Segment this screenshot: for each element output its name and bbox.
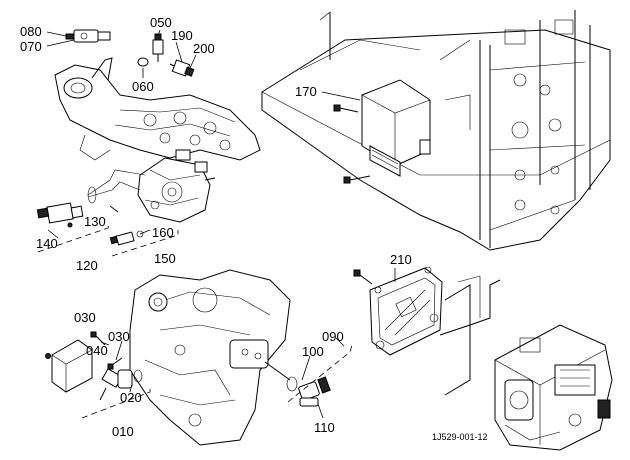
drawing-code: 1J529-001-12 bbox=[432, 432, 488, 442]
solenoid-140 bbox=[36, 202, 84, 228]
bolt-030-b bbox=[107, 357, 123, 370]
label-030-top: 030 bbox=[74, 310, 96, 325]
label-080: 080 bbox=[20, 24, 42, 39]
label-060: 060 bbox=[132, 79, 154, 94]
label-040: 040 bbox=[86, 343, 108, 358]
connector-100-110 bbox=[264, 361, 331, 407]
part-labels: 080 070 050 190 200 060 170 130 140 120 … bbox=[20, 15, 412, 439]
sensor-010-020 bbox=[99, 368, 143, 401]
label-050: 050 bbox=[150, 15, 172, 30]
mount-bracket-drawing bbox=[439, 275, 501, 396]
sensor-160 bbox=[109, 230, 144, 246]
label-020: 020 bbox=[120, 390, 142, 405]
label-100: 100 bbox=[302, 344, 324, 359]
label-110: 110 bbox=[314, 420, 335, 435]
bolt-170-bottom bbox=[343, 175, 371, 184]
frame-bracket-drawing bbox=[261, 10, 611, 251]
bolt-170-top bbox=[333, 104, 359, 113]
label-160: 160 bbox=[152, 225, 174, 240]
ecu-170 bbox=[361, 79, 431, 177]
cover-040 bbox=[45, 339, 93, 393]
label-130: 130 bbox=[84, 214, 106, 229]
label-150: 150 bbox=[154, 251, 176, 266]
machine-unit-drawing bbox=[494, 324, 613, 451]
label-090: 090 bbox=[322, 329, 344, 344]
label-030-right: 030 bbox=[108, 329, 130, 344]
label-190: 190 bbox=[171, 28, 193, 43]
label-140: 140 bbox=[36, 236, 58, 251]
switch-190-200 bbox=[169, 59, 195, 77]
control-unit-210 bbox=[369, 266, 443, 356]
bolt-210 bbox=[353, 269, 373, 285]
label-200: 200 bbox=[193, 41, 215, 56]
label-120: 120 bbox=[76, 258, 98, 273]
engine-head-drawing bbox=[54, 57, 261, 161]
injection-pump-drawing bbox=[137, 149, 216, 223]
washer-060 bbox=[137, 57, 149, 67]
label-170: 170 bbox=[295, 84, 317, 99]
label-210: 210 bbox=[390, 252, 412, 267]
sensor-050 bbox=[152, 33, 164, 62]
oring-130 bbox=[87, 186, 97, 204]
engine-block-drawing bbox=[129, 269, 291, 446]
label-010: 010 bbox=[112, 424, 134, 439]
bolt-030-a bbox=[90, 331, 106, 346]
sensor-080-070 bbox=[65, 29, 111, 43]
label-070: 070 bbox=[20, 39, 42, 54]
